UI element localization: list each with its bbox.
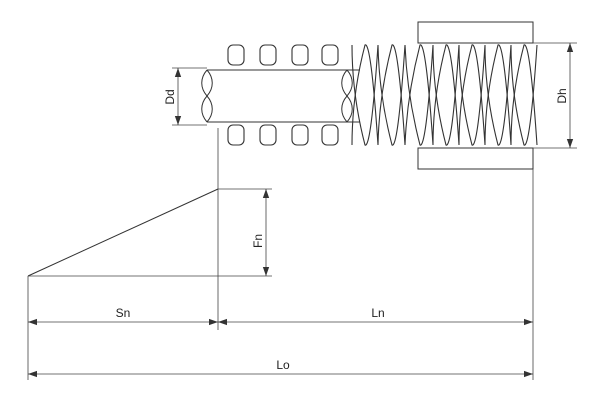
dh-label: Dh xyxy=(555,88,569,103)
lo-label: Lo xyxy=(276,358,290,372)
ln-dimension: Ln xyxy=(218,306,533,326)
dd-dimension: Dd xyxy=(163,67,207,126)
coil-section-top xyxy=(259,44,277,66)
fn-label: Fn xyxy=(251,234,265,248)
coil-section-top xyxy=(291,44,309,66)
ln-label: Ln xyxy=(371,306,384,320)
dh-dimension: Dh xyxy=(533,42,577,149)
coil-section-bottom xyxy=(227,124,245,146)
sn-label: Sn xyxy=(116,306,131,320)
sn-dimension: Sn xyxy=(28,306,218,326)
dd-label: Dd xyxy=(163,89,177,104)
fn-dimension: Fn xyxy=(251,189,270,276)
coil-section-top xyxy=(321,44,339,66)
guide-rod xyxy=(201,69,360,123)
lo-dimension: Lo xyxy=(28,358,533,378)
helix-front-strand xyxy=(351,44,538,146)
housing-top-rect xyxy=(417,21,534,44)
helix-back-strand xyxy=(351,44,538,146)
coil-section-bottom xyxy=(259,124,277,146)
housing-bottom-rect xyxy=(417,147,534,170)
coil-section-bottom xyxy=(291,124,309,146)
compressed-coil-sections xyxy=(227,44,339,146)
coil-section-bottom xyxy=(321,124,339,146)
coil-section-top xyxy=(227,44,245,66)
free-coil-helix xyxy=(351,44,538,146)
force-line-diagram xyxy=(27,188,272,277)
